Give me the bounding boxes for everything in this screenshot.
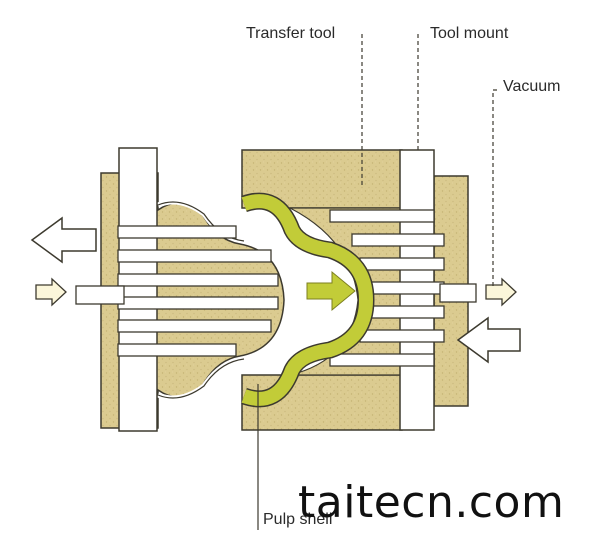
leader-lines [257, 34, 497, 530]
watermark: taitecn.com [298, 477, 565, 528]
vacuum-leader [492, 89, 497, 288]
vacuum-label: Vacuum [503, 78, 561, 95]
vacuum-channels-left [75, 225, 279, 357]
vacuum-channels-right [329, 209, 477, 367]
vacuum-arrow-left [35, 277, 67, 307]
tool-mount-label: Tool mount [430, 25, 509, 42]
exhaust-arrow-left [30, 216, 97, 264]
vacuum-arrow-right [485, 277, 517, 307]
pressure-arrow-right [456, 316, 521, 364]
transfer-arrow [306, 270, 356, 312]
pulp-shell [241, 192, 375, 408]
pulp-shell-label: Pulp shell [263, 511, 333, 528]
tool-mount-left [118, 147, 158, 432]
transfer-tool-label: Transfer tool [246, 25, 336, 42]
